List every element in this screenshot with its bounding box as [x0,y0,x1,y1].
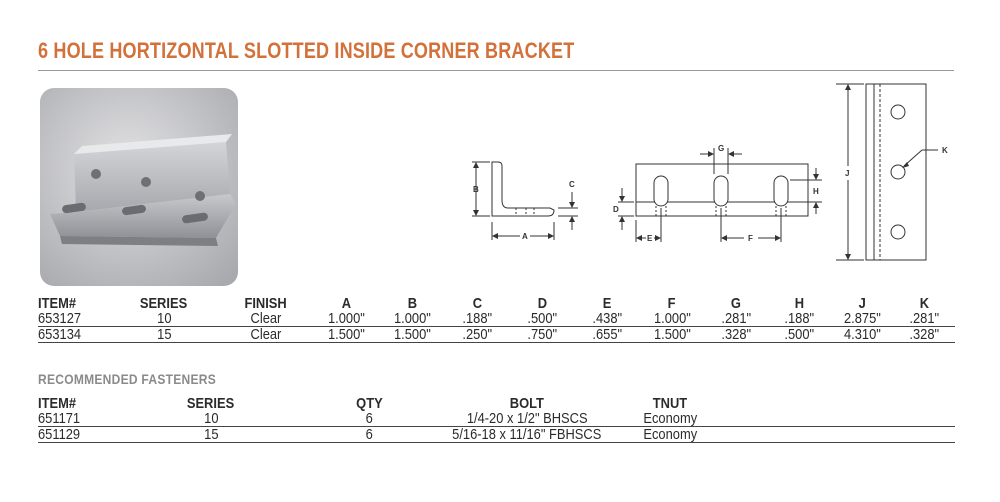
cell-a: 1.500" [327,326,365,343]
col-header-finish: FINISH [244,295,288,312]
cell-f: 1.000" [653,310,691,327]
table-row: 653127 10 Clear 1.000" 1.000" .188" .500… [38,311,955,327]
cell-h: .188" [784,310,814,327]
cell-j: 2.875" [843,310,881,327]
col-header-series: SERIES [187,395,235,412]
col-header-item: ITEM# [38,295,77,312]
cell-c: .188" [462,310,492,327]
cell-finish: Clear [250,326,282,343]
col-header-f: F [668,295,676,312]
dim-label-b: B [473,185,479,194]
cell-b: 1.000" [393,310,431,327]
col-header-k: K [919,295,930,312]
title-divider [38,70,954,71]
cell-d: .500" [527,310,557,327]
col-header-series: SERIES [140,295,188,312]
cell-h: .500" [784,326,814,343]
dim-label-c: C [569,180,575,189]
table-row: 653134 15 Clear 1.500" 1.500" .250" .750… [38,326,955,343]
spec-table: ITEM# SERIES FINISH A B C D E F G H J K … [38,296,955,343]
cell-f: 1.500" [653,326,691,343]
cell-g: .328" [721,326,751,343]
table-row: 651171 10 6 1/4-20 x 1/2" BHSCS Economy [38,411,955,427]
cell-tnut: Economy [643,426,697,443]
cell-series: 15 [203,426,219,443]
cell-item: 651171 [38,410,81,427]
cell-series: 10 [203,410,219,427]
spec-header-row: ITEM# SERIES FINISH A B C D E F G H J K [38,296,955,311]
cell-qty: 6 [365,426,373,443]
cell-series: 10 [156,310,172,327]
dim-label-e: E [647,234,653,243]
dim-label-f: F [748,234,753,243]
cell-qty: 6 [365,410,373,427]
product-photo [40,88,238,286]
dim-label-j: J [845,169,849,178]
cell-a: 1.000" [327,310,365,327]
cell-item: 653134 [38,326,82,343]
col-header-a: A [341,295,351,312]
col-header-c: C [472,295,482,312]
cell-k: .281" [909,310,940,327]
cell-tnut: Economy [643,410,697,427]
dim-label-g: G [718,144,724,153]
col-header-d: D [537,295,547,312]
dimension-drawings: B A C G H D E F J K [472,83,948,261]
cell-c: .250" [462,326,492,343]
col-header-b: B [407,295,417,312]
col-header-item: ITEM# [38,395,77,412]
col-header-j: J [858,295,866,312]
page-title: 6 HOLE HORTIZONTAL SLOTTED INSIDE CORNER… [38,38,575,63]
cell-k: .328" [909,326,940,343]
cell-b: 1.500" [393,326,431,343]
cell-d: .750" [527,326,557,343]
cell-item: 653127 [38,310,82,327]
cell-bolt: 5/16-18 x 11/16" FBHSCS [452,426,602,443]
col-header-g: G [730,295,742,312]
col-header-bolt: BOLT [509,395,545,412]
cell-bolt: 1/4-20 x 1/2" BHSCS [466,410,588,427]
cell-j: 4.310" [843,326,881,343]
cell-e: .438" [592,310,622,327]
fasteners-header-row: ITEM# SERIES QTY BOLT TNUT [38,396,955,411]
dim-label-k: K [942,146,948,155]
dim-label-h: H [813,187,819,196]
fasteners-title: RECOMMENDED FASTENERS [38,371,217,387]
col-header-qty: QTY [355,395,383,412]
dim-label-a: A [522,232,528,241]
table-row: 651129 15 6 5/16-18 x 11/16" FBHSCS Econ… [38,426,955,443]
cell-e: .655" [592,326,622,343]
cell-item: 651129 [38,426,81,443]
col-header-e: E [602,295,612,312]
fasteners-table: ITEM# SERIES QTY BOLT TNUT 651171 10 6 1… [38,396,955,443]
dim-label-d: D [613,205,619,214]
cell-g: .281" [721,310,751,327]
col-header-h: H [794,295,804,312]
cell-finish: Clear [250,310,282,327]
col-header-tnut: TNUT [652,395,688,412]
cell-series: 15 [156,326,172,343]
